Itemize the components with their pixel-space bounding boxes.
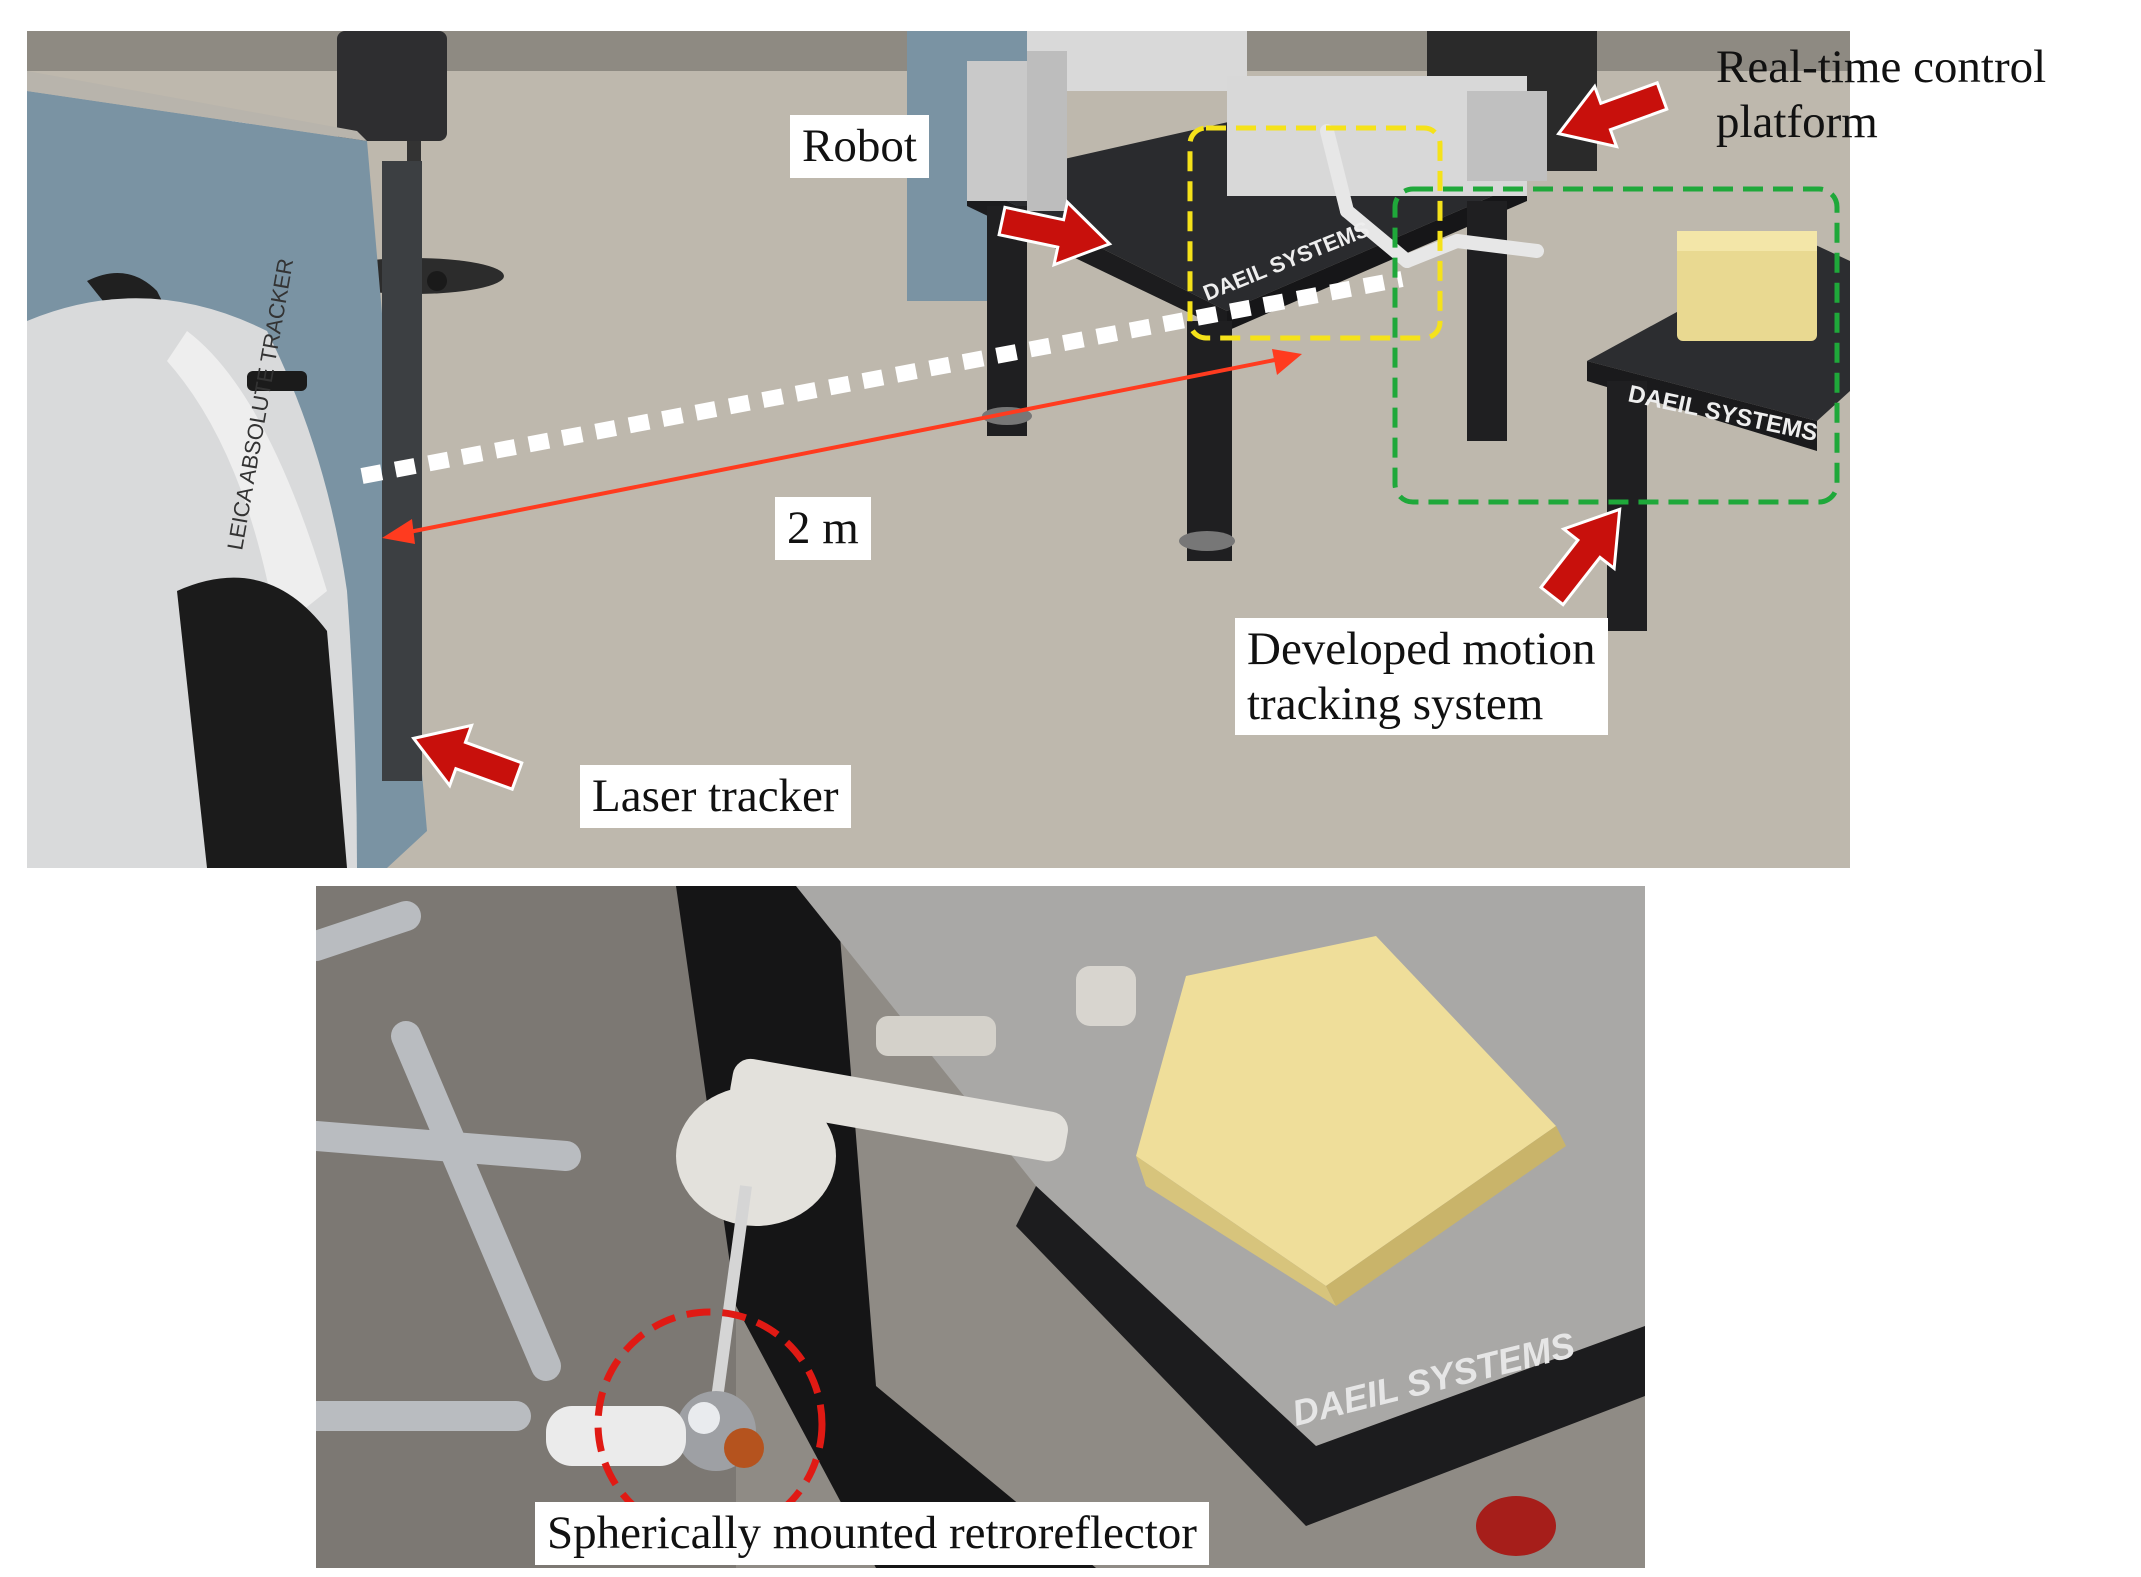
arrow-icon-robot <box>997 199 1113 268</box>
laser-tracker-device: LEICA ABSOLUTE TRACKER <box>27 257 357 868</box>
retroreflector-highlight-circle <box>594 1308 826 1540</box>
laser-beam-line <box>360 271 1404 484</box>
table-frame <box>676 886 1096 1568</box>
retroreflector-sphere <box>546 1391 764 1471</box>
label-laser-tracker: Laser tracker <box>580 765 851 828</box>
caster-wheel <box>1476 1496 1556 1556</box>
lab-scene-top: LEICA ABSOLUTE TRACKER DAEIL SYSTEMS DAE… <box>27 31 1850 868</box>
arrow-icon-platform <box>1556 80 1669 149</box>
tracking-table <box>1587 231 1850 631</box>
linkage-arms <box>316 901 581 1431</box>
closeup-scene-bottom: DAEIL SYSTEMS <box>316 886 1645 1568</box>
motor-housing <box>1136 936 1566 1306</box>
arrow-icon-laser-tracker <box>411 723 524 792</box>
label-retroreflector: Spherically mounted retroreflector <box>535 1502 1209 1565</box>
robot-arm <box>1320 124 1544 268</box>
top-photo: LEICA ABSOLUTE TRACKER DAEIL SYSTEMS DAE… <box>27 31 1850 868</box>
label-motion-tracking: Developed motion tracking system <box>1235 618 1608 736</box>
label-robot: Robot <box>790 115 929 178</box>
bottom-photo: DAEIL SYSTEMS <box>316 886 1645 1568</box>
stylus-shaft <box>710 1185 752 1407</box>
label-control-platform: Real-time control platform <box>1716 41 2047 148</box>
tracking-highlight-box <box>1392 186 1840 505</box>
label-distance: 2 m <box>775 497 871 560</box>
robot-highlight-box <box>1187 125 1443 341</box>
robot-wrist <box>676 966 1136 1226</box>
distance-measure-line <box>382 349 1302 544</box>
control-platform <box>967 51 1547 211</box>
arrow-icon-tracking <box>1538 507 1622 607</box>
